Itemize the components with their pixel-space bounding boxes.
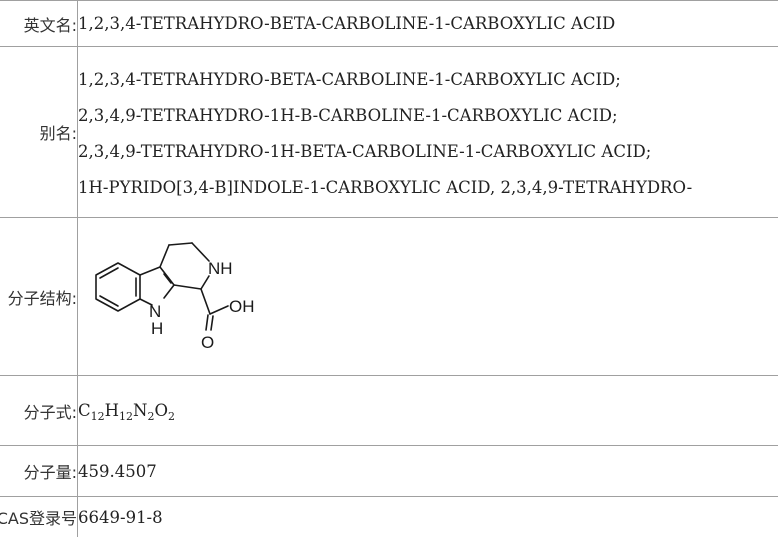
weight-label: 分子量: xyxy=(0,445,78,497)
formula-label: 分子式: xyxy=(0,375,78,446)
atom-n-indole: N xyxy=(149,302,161,321)
row-formula: 分子式: C12H12N2O2 xyxy=(0,375,778,446)
alias-line: 2,3,4,9-TETRAHYDRO-1H-BETA-CARBOLINE-1-C… xyxy=(78,141,652,161)
bond xyxy=(159,265,175,286)
formula-element: H xyxy=(104,401,120,420)
bond xyxy=(191,241,210,262)
formula-element: C xyxy=(78,401,91,420)
row-aliases: 别名: 1,2,3,4-TETRAHYDRO-BETA-CARBOLINE-1-… xyxy=(0,46,778,218)
aliases-value: 1,2,3,4-TETRAHYDRO-BETA-CARBOLINE-1-CARB… xyxy=(77,46,778,218)
cas-label: CAS登录号: xyxy=(0,496,78,537)
formula-element: O xyxy=(154,401,168,420)
bond xyxy=(163,283,175,299)
atom-h-indole: H xyxy=(151,319,163,338)
english-name-label: 英文名: xyxy=(0,0,78,47)
bond xyxy=(139,265,161,276)
bond xyxy=(159,243,170,268)
row-weight: 分子量: 459.4507 xyxy=(0,445,778,497)
row-english-name: 英文名: 1,2,3,4-TETRAHYDRO-BETA-CARBOLINE-1… xyxy=(0,0,778,47)
atom-nh: NH xyxy=(208,259,233,278)
cas-value: 6649-91-8 xyxy=(77,496,778,537)
atom-oh: OH xyxy=(229,297,255,316)
formula-count: 2 xyxy=(147,410,155,423)
bond xyxy=(168,241,193,246)
atom-carbonyl-o: O xyxy=(201,333,214,352)
benzene-double-bond xyxy=(99,294,119,307)
molecule-structure-diagram: NH N H OH O xyxy=(95,241,255,352)
bond xyxy=(200,274,210,290)
bond xyxy=(139,297,153,306)
bond xyxy=(173,283,202,290)
formula-element: N xyxy=(133,401,148,420)
alias-line: 1,2,3,4-TETRAHYDRO-BETA-CARBOLINE-1-CARB… xyxy=(78,69,621,89)
benzene-double-bond xyxy=(99,266,119,279)
structure-cell: NH N H OH O xyxy=(77,217,778,376)
formula-value: C12H12N2O2 xyxy=(77,375,778,446)
weight-value: 459.4507 xyxy=(77,445,778,497)
structure-label: 分子结构: xyxy=(0,217,78,376)
benzene-ring xyxy=(95,261,141,312)
double-bond xyxy=(210,314,214,331)
aliases-label: 别名: xyxy=(0,46,78,218)
double-bond xyxy=(163,272,172,284)
formula-count: 2 xyxy=(167,410,175,423)
formula-count: 12 xyxy=(119,410,134,423)
row-structure: 分子结构: xyxy=(0,217,778,376)
bond xyxy=(209,304,229,315)
alias-line: 2,3,4,9-TETRAHYDRO-1H-B-CARBOLINE-1-CARB… xyxy=(78,105,618,125)
english-name-value: 1,2,3,4-TETRAHYDRO-BETA-CARBOLINE-1-CARB… xyxy=(77,0,778,47)
bond xyxy=(200,287,211,315)
row-cas: CAS登录号: 6649-91-8 xyxy=(0,496,778,537)
formula-count: 12 xyxy=(90,410,105,423)
alias-line: 1H-PYRIDO[3,4-B]INDOLE-1-CARBOXYLIC ACID… xyxy=(78,177,693,197)
double-bond xyxy=(205,313,209,331)
